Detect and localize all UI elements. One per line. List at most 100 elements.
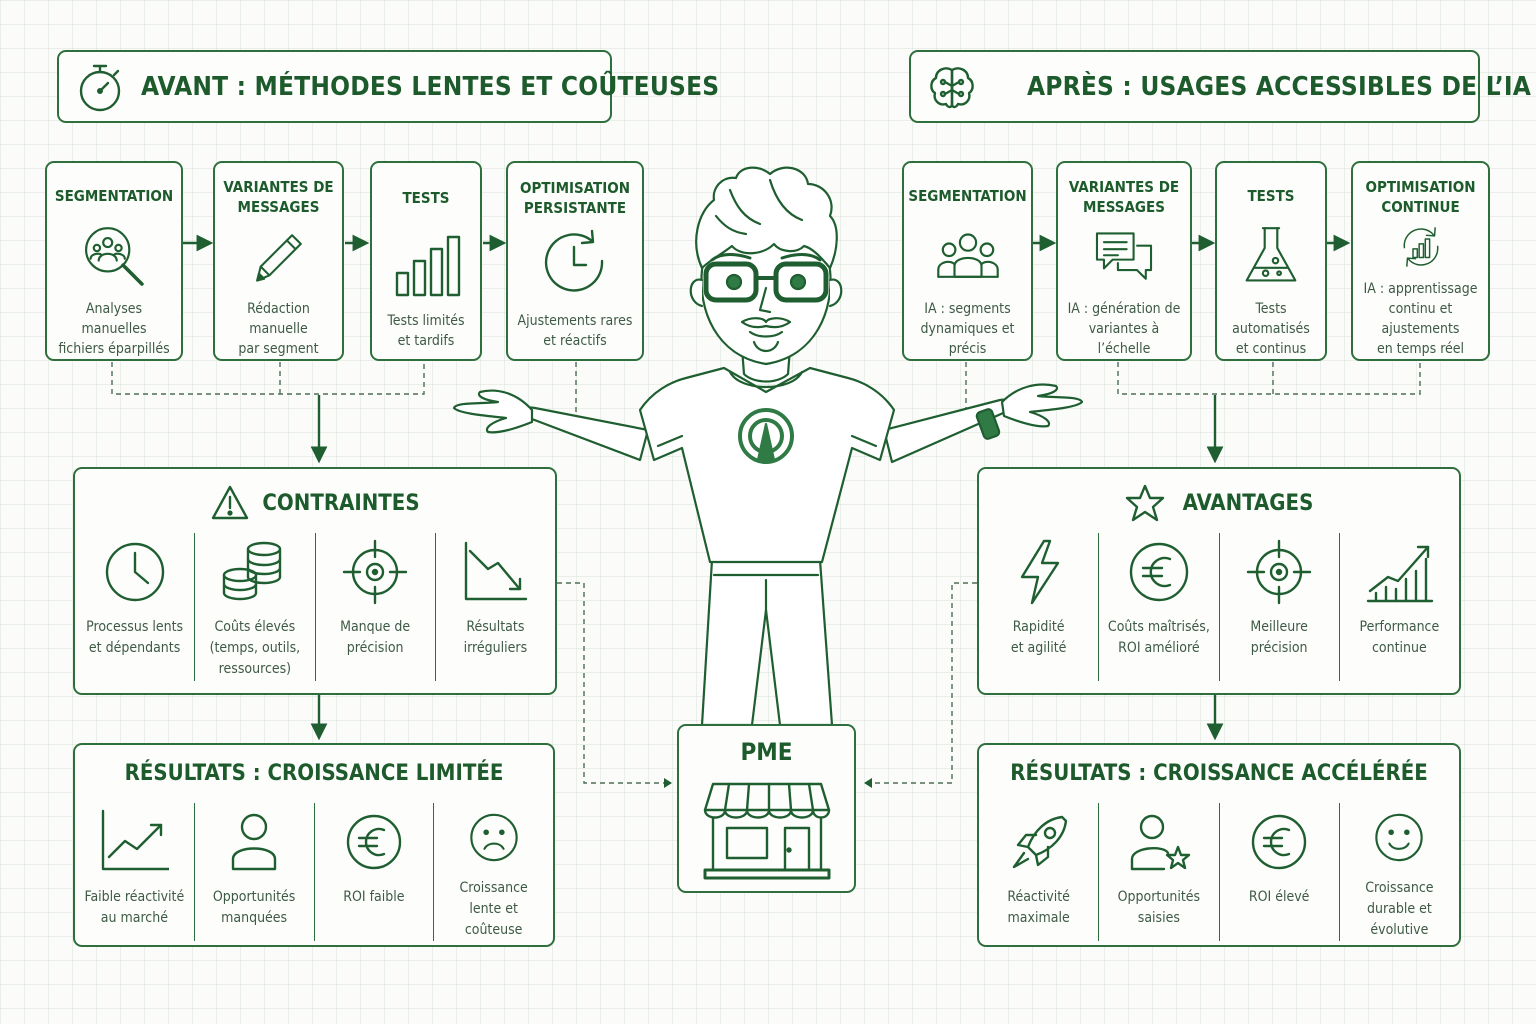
weak-trend-icon [102, 809, 170, 871]
euro-icon [1251, 814, 1307, 870]
results-limited-panel: RÉSULTATS : CROISSANCE LIMITÉE Faible ré… [73, 743, 555, 947]
result-item: Croissance lente et coûteuse [433, 803, 553, 941]
constraints-title: CONTRAINTES [262, 490, 420, 516]
step-desc: Tests limités et tardifs [387, 313, 465, 349]
step-desc: Ajustements rares et réactifs [517, 313, 633, 349]
lightning-icon [1020, 539, 1059, 605]
step-desc: Tests automatisés et continus [1232, 301, 1310, 357]
results-accelerated-panel: RÉSULTATS : CROISSANCE ACCÉLÉRÉE Réactiv… [977, 743, 1461, 947]
euro-icon [1129, 542, 1189, 602]
cycle-chart-icon [1403, 227, 1438, 267]
rocket-icon [1012, 815, 1067, 869]
advantage-item: Meilleure précision [1218, 533, 1339, 681]
step-title: OPTIMISATION PERSISTANTE [519, 179, 631, 217]
before-step-optimisation: OPTIMISATION PERSISTANTE Ajustements rar… [506, 161, 644, 361]
advantage-item: Coûts maîtrisés, ROI amélioré [1098, 533, 1218, 681]
storefront-icon [703, 782, 831, 880]
step-desc: Rédaction manuelle par segment [238, 301, 319, 357]
constraint-label: Résultats irréguliers [463, 619, 528, 656]
step-desc: Analyses manuelles fichiers éparpillés [58, 301, 170, 357]
pme-box: PME [677, 724, 856, 893]
advantage-item: Performance continue [1338, 533, 1459, 681]
before-header-title: AVANT : MÉTHODES LENTES ET COÛTEUSES [141, 71, 720, 102]
result-label: ROI élevé [1248, 889, 1310, 905]
before-step-tests: TESTS Tests limités et tardifs [370, 161, 482, 361]
result-item: Opportunités manquées [193, 803, 314, 941]
advantage-label: Coûts maîtrisés, ROI amélioré [1107, 619, 1210, 656]
pme-label: PME [740, 738, 793, 766]
flask-icon [1245, 226, 1297, 282]
person-icon [231, 813, 277, 871]
euro-icon [346, 814, 402, 870]
step-title: SEGMENTATION [54, 186, 174, 205]
result-label: Opportunités manquées [212, 889, 296, 926]
step-desc: IA : génération de variantes à l’échelle [1067, 301, 1181, 357]
constraint-item: Résultats irréguliers [434, 533, 555, 681]
growth-chart-icon [1367, 545, 1434, 603]
advantage-item: Rapidité et agilité [979, 533, 1098, 681]
constraint-item: Processus lents et dépendants [75, 533, 194, 681]
result-item: ROI faible [313, 803, 434, 941]
after-step-optimisation: OPTIMISATION CONTINUE IA : apprentissage… [1351, 161, 1490, 361]
result-label: Réactivité maximale [1007, 889, 1070, 926]
result-label: ROI faible [343, 889, 405, 905]
results-limited-title: RÉSULTATS : CROISSANCE LIMITÉE [124, 761, 504, 786]
advantage-label: Performance continue [1359, 619, 1440, 656]
result-label: Croissance durable et évolutive [1365, 880, 1434, 938]
result-label: Faible réactivité au marché [84, 889, 185, 926]
constraint-item: Coûts élevés (temps, outils, ressources) [194, 533, 314, 681]
result-item: Faible réactivité au marché [75, 803, 194, 941]
sad-face-icon [469, 813, 518, 862]
step-title: TESTS [402, 189, 450, 207]
clock-refresh-icon [544, 229, 604, 292]
step-title: OPTIMISATION CONTINUE [1365, 178, 1476, 216]
bar-chart-icon [395, 235, 461, 297]
presenter-character-icon [452, 166, 1084, 727]
declining-chart-icon [465, 541, 528, 601]
constraint-item: Manque de précision [314, 533, 435, 681]
after-step-variants: VARIANTES DE MESSAGES IA : génération de… [1056, 161, 1192, 361]
result-item: Opportunités saisies [1098, 803, 1218, 941]
constraints-panel: CONTRAINTES Processus lents et dépendant… [73, 467, 557, 695]
chat-bubbles-icon [1095, 232, 1153, 280]
result-label: Opportunités saisies [1117, 889, 1201, 926]
constraint-label: Manque de précision [340, 619, 411, 656]
constraint-label: Processus lents et dépendants [86, 619, 184, 656]
step-title: VARIANTES DE MESSAGES [223, 178, 334, 216]
group-icon [936, 233, 999, 278]
advantages-panel: AVANTAGES Rapidité et agilité Coûts maît… [977, 467, 1461, 695]
warning-icon [212, 485, 249, 520]
after-step-segmentation: SEGMENTATION IA : segments dynamiques et… [902, 161, 1033, 361]
stopwatch-icon [79, 64, 121, 111]
result-item: ROI élevé [1218, 803, 1339, 941]
coins-icon [222, 541, 282, 601]
clock-icon [105, 542, 164, 602]
constraint-label: Coûts élevés (temps, outils, ressources) [209, 619, 301, 677]
ai-brain-icon [930, 66, 974, 108]
step-title: VARIANTES DE MESSAGES [1068, 178, 1180, 216]
after-header: APRÈS : USAGES ACCESSIBLES DE L’IA [909, 50, 1531, 123]
before-step-segmentation: SEGMENTATION Analyses manuelles fichiers… [45, 161, 183, 361]
step-desc: IA : segments dynamiques et précis [920, 301, 1015, 357]
before-step-variants: VARIANTES DE MESSAGES Rédaction manuelle… [213, 161, 344, 361]
result-item: Réactivité maximale [979, 803, 1098, 941]
pencil-icon [255, 234, 302, 282]
step-desc: IA : apprentissage continu et ajustement… [1363, 281, 1478, 357]
advantages-title: AVANTAGES [1182, 490, 1314, 516]
results-accelerated-title: RÉSULTATS : CROISSANCE ACCÉLÉRÉE [1010, 761, 1428, 786]
step-title: SEGMENTATION [908, 186, 1027, 205]
star-icon [1125, 484, 1164, 522]
result-item: Croissance durable et évolutive [1338, 803, 1459, 941]
after-header-title: APRÈS : USAGES ACCESSIBLES DE L’IA [1027, 71, 1532, 102]
magnifier-people-icon [85, 226, 144, 286]
advantage-label: Rapidité et agilité [1010, 619, 1067, 656]
after-step-tests: TESTS Tests automatisés et continus [1215, 161, 1327, 361]
before-header: AVANT : MÉTHODES LENTES ET COÛTEUSES [57, 50, 719, 123]
crosshair-icon [1246, 539, 1312, 605]
person-star-icon [1130, 814, 1191, 871]
smile-face-icon [1375, 813, 1424, 862]
result-label: Croissance lente et coûteuse [459, 880, 528, 938]
advantage-label: Meilleure précision [1250, 619, 1308, 656]
crosshair-icon [342, 539, 408, 605]
